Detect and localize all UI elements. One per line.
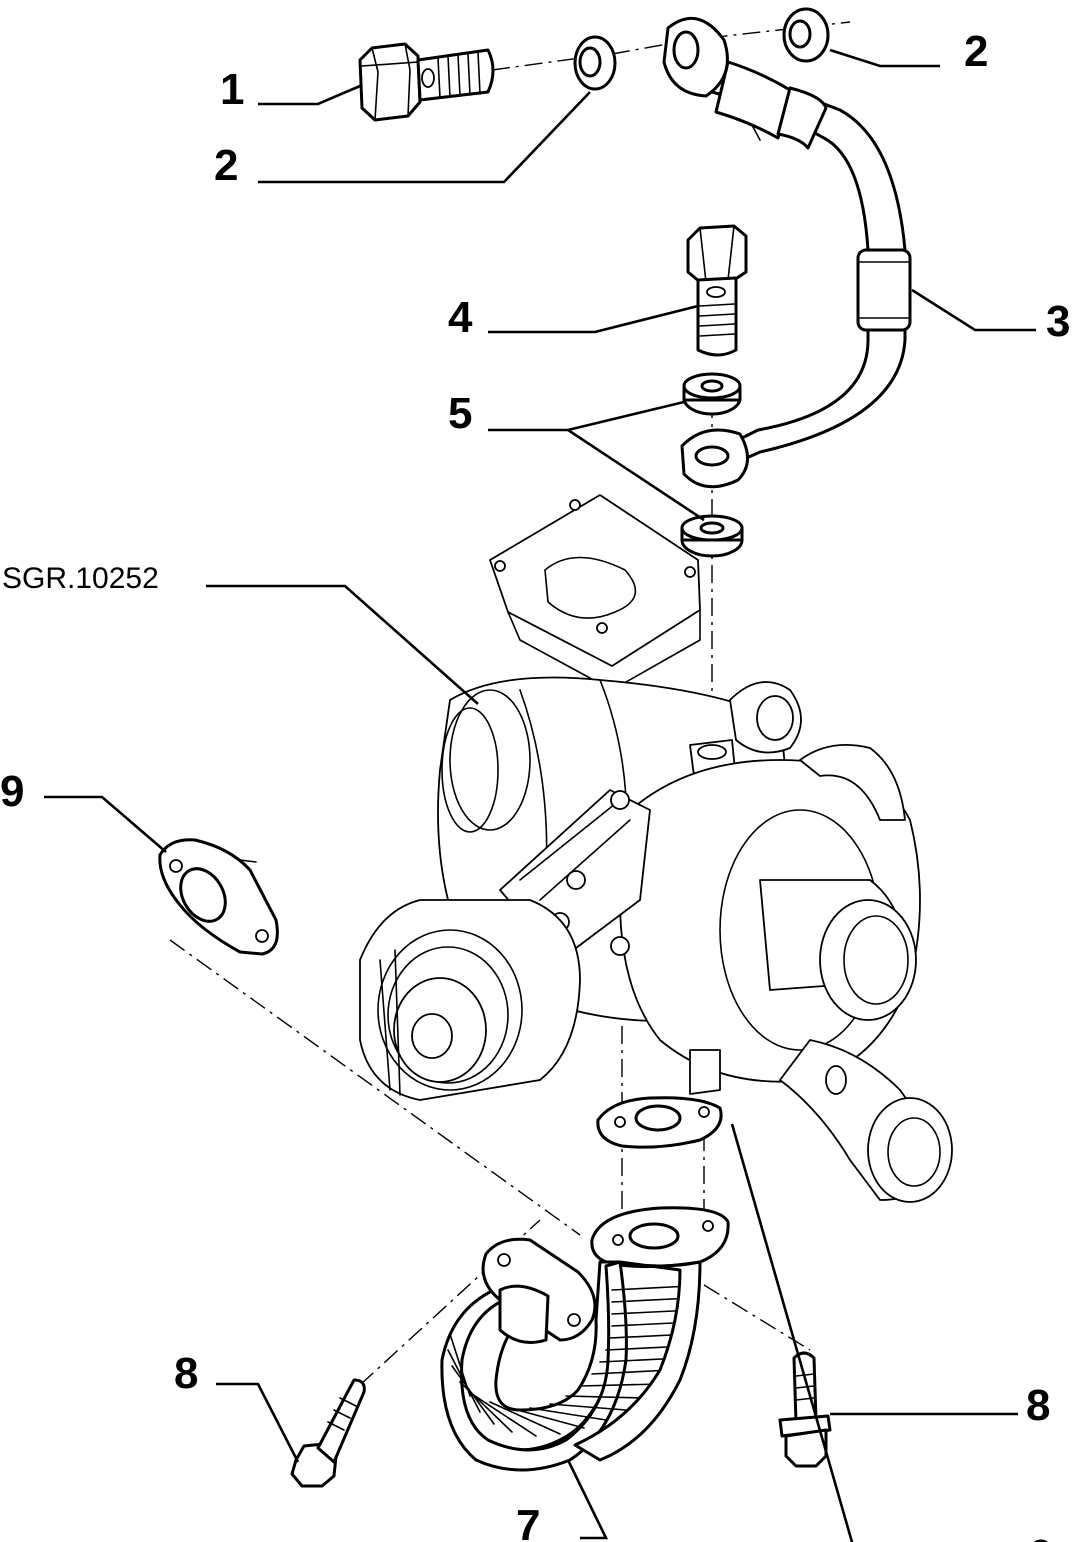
- flange-bolt-part-8-left: [290, 1378, 366, 1488]
- callout-3: 3: [1046, 297, 1070, 346]
- callout-9: 9: [0, 767, 24, 816]
- oil-feed-pipe-part-3: [662, 17, 912, 489]
- callout-5: 5: [448, 389, 472, 438]
- callout-labels: 1 2 2 3 4 5 6 7 8 8 9 SGR.10252: [0, 27, 1070, 1542]
- oil-drain-pipe-part-7: [440, 1206, 730, 1472]
- callout-8-right: 8: [1026, 1381, 1050, 1430]
- gasket-part-9: [158, 838, 279, 956]
- flange-bolt-part-8-right: [778, 1351, 832, 1468]
- callout-2-left: 2: [214, 141, 238, 190]
- leader-lines: [44, 48, 1036, 1542]
- callout-4: 4: [448, 293, 473, 342]
- banjo-bolt-part-1: [358, 42, 495, 122]
- turbocharger-assembly: [359, 494, 953, 1203]
- callout-7: 7: [516, 1501, 540, 1542]
- reference-code-label: SGR.10252: [2, 562, 159, 595]
- callout-8-left: 8: [174, 1349, 198, 1398]
- sealing-washer-part-2-right: [782, 7, 830, 63]
- callout-1: 1: [220, 65, 244, 114]
- gasket-part-6: [596, 1096, 723, 1149]
- sealing-washer-part-5-lower: [680, 514, 744, 558]
- callout-6: 6: [1028, 1531, 1052, 1542]
- banjo-bolt-part-4: [686, 224, 748, 357]
- callout-2-top-right: 2: [964, 27, 988, 76]
- sealing-washer-part-5-upper: [682, 372, 742, 416]
- sealing-washer-part-2-left: [573, 35, 617, 91]
